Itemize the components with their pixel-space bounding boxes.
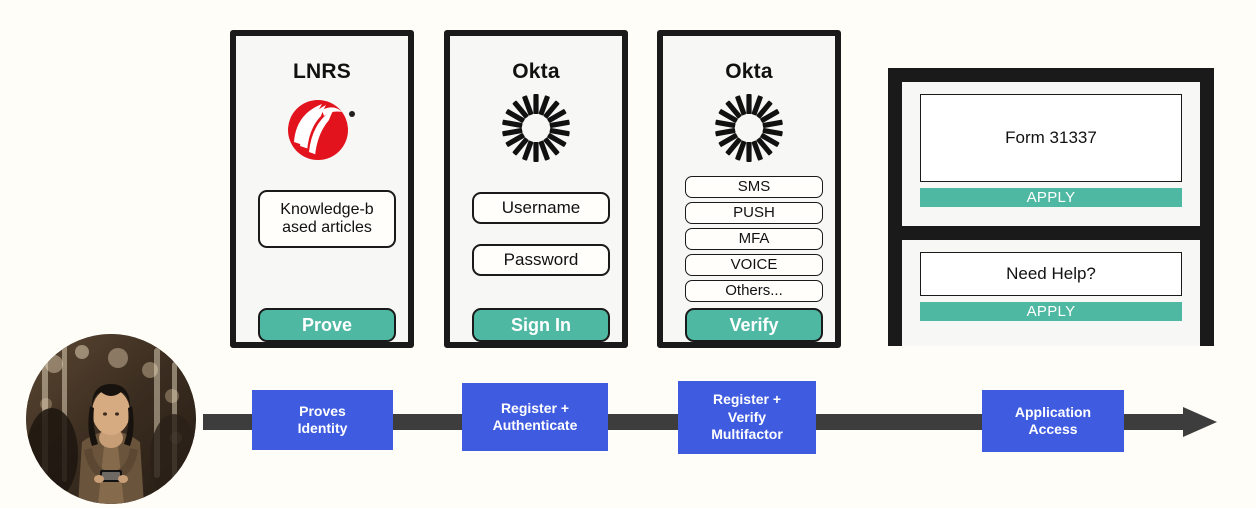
username-input[interactable]: Username: [472, 192, 610, 224]
application-panel-form: Form 31337 APPLY: [902, 82, 1200, 226]
prove-button[interactable]: Prove: [258, 308, 396, 342]
card-okta-mfa: Okta: [657, 30, 841, 348]
verify-button[interactable]: Verify: [685, 308, 823, 342]
knowledge-articles-field[interactable]: Knowledge-b ased articles: [258, 190, 396, 248]
mfa-option-voice[interactable]: VOICE: [685, 254, 823, 276]
help-title: Need Help?: [920, 252, 1182, 296]
card-lnrs-title: LNRS: [293, 60, 351, 83]
avatar: [26, 334, 196, 504]
card-okta-signin-title: Okta: [512, 60, 560, 83]
step-2-line-2: Verify: [727, 408, 767, 425]
card-okta-mfa-title: Okta: [725, 60, 773, 83]
okta-burst-icon: [450, 86, 622, 170]
kb-line-2: ased articles: [282, 219, 372, 236]
apply-button-help[interactable]: APPLY: [920, 302, 1182, 321]
flow-step-register-authenticate[interactable]: Register + Authenticate: [462, 383, 608, 451]
application-panel-help: Need Help? APPLY: [902, 240, 1200, 346]
step-0-line-1: Proves: [299, 402, 346, 419]
card-okta-signin: Okta: [444, 30, 628, 348]
mfa-option-others[interactable]: Others...: [685, 280, 823, 302]
sign-in-button[interactable]: Sign In: [472, 308, 610, 342]
mfa-option-sms[interactable]: SMS: [685, 176, 823, 198]
step-2-line-1: Register +: [712, 391, 782, 408]
mfa-option-list: SMS PUSH MFA VOICE Others...: [685, 176, 823, 306]
mfa-option-push[interactable]: PUSH: [685, 202, 823, 224]
kb-line-1: Knowledge-b: [280, 200, 374, 218]
lexisnexis-logo: [236, 86, 408, 170]
step-2-line-3: Multifactor: [711, 426, 783, 443]
step-3-line-1: Application: [1014, 403, 1092, 420]
flow-step-application-access[interactable]: Application Access: [982, 390, 1124, 452]
apply-button-form[interactable]: APPLY: [920, 188, 1182, 207]
okta-burst-icon: [663, 86, 835, 170]
step-1-line-1: Register +: [500, 399, 570, 416]
application-frame: Form 31337 APPLY Need Help? APPLY: [888, 68, 1214, 346]
panel-divider: [902, 226, 1200, 240]
step-0-line-2: Identity: [297, 420, 348, 436]
password-input[interactable]: Password: [472, 244, 610, 276]
mfa-option-mfa[interactable]: MFA: [685, 228, 823, 250]
flow-step-register-verify-multifactor[interactable]: Register + Verify Multifactor: [678, 381, 816, 454]
flow-step-proves-identity[interactable]: Proves Identity: [252, 390, 393, 450]
step-3-line-2: Access: [1028, 421, 1078, 437]
form-title: Form 31337: [920, 94, 1182, 182]
card-lnrs: LNRS Knowledge-b ased articles Prove: [230, 30, 414, 348]
step-1-line-2: Authenticate: [492, 417, 578, 433]
